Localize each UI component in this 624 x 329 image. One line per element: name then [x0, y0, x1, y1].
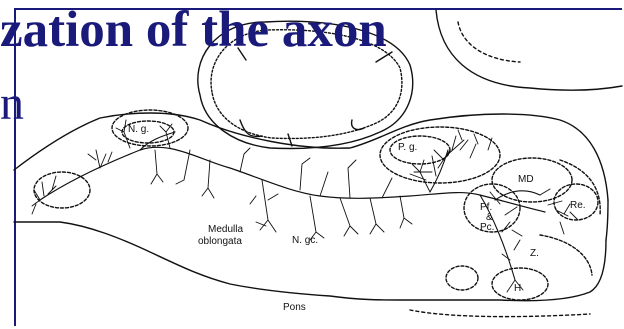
brainstem-top [14, 113, 608, 200]
label-pons: Pons [283, 302, 306, 313]
label-ngc: N. gc. [292, 235, 318, 246]
label-re: Re. [570, 200, 586, 211]
nucleus-left [34, 172, 90, 208]
label-h: H [514, 283, 521, 294]
nucleus-pg [380, 127, 500, 183]
label-oblongata: oblongata [198, 236, 242, 247]
label-pc: Pc. [480, 222, 494, 233]
label-md: MD [518, 174, 534, 185]
label-pg: P. g. [398, 142, 417, 153]
forebrain-outline [436, 10, 622, 90]
label-ng: N. g. [128, 124, 149, 135]
label-z: Z. [530, 248, 539, 259]
slide-title: zation of the axon [0, 0, 387, 60]
label-medulla: Medulla [208, 224, 243, 235]
nucleus-ng [112, 110, 188, 146]
